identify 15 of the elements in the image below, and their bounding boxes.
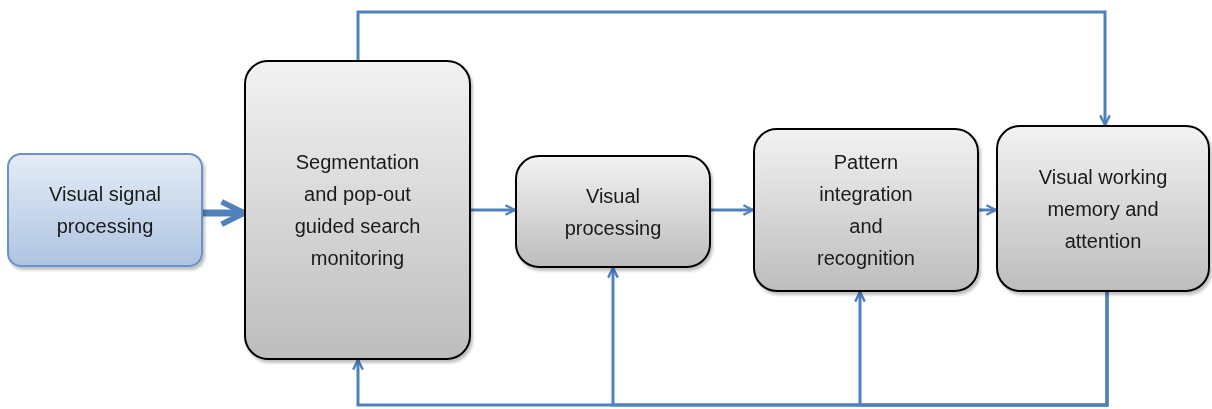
process-box (7, 153, 203, 267)
process-box (753, 128, 979, 292)
process-box (244, 60, 471, 360)
arrow (471, 204, 517, 216)
arrow (711, 204, 755, 216)
process-box (515, 155, 711, 268)
process-box (996, 125, 1210, 292)
arrow (352, 292, 1109, 407)
arrow (356, 10, 1111, 127)
box-label: Visual signal processing (48, 182, 162, 239)
box-label: Segmentation and pop-out guided search monitoring (293, 150, 422, 271)
arrow (979, 204, 998, 216)
box-label: Pattern integration and recognition (816, 150, 916, 271)
box-label: Visual working memory and attention (1037, 164, 1169, 254)
box-label: Visual processing (563, 183, 663, 241)
